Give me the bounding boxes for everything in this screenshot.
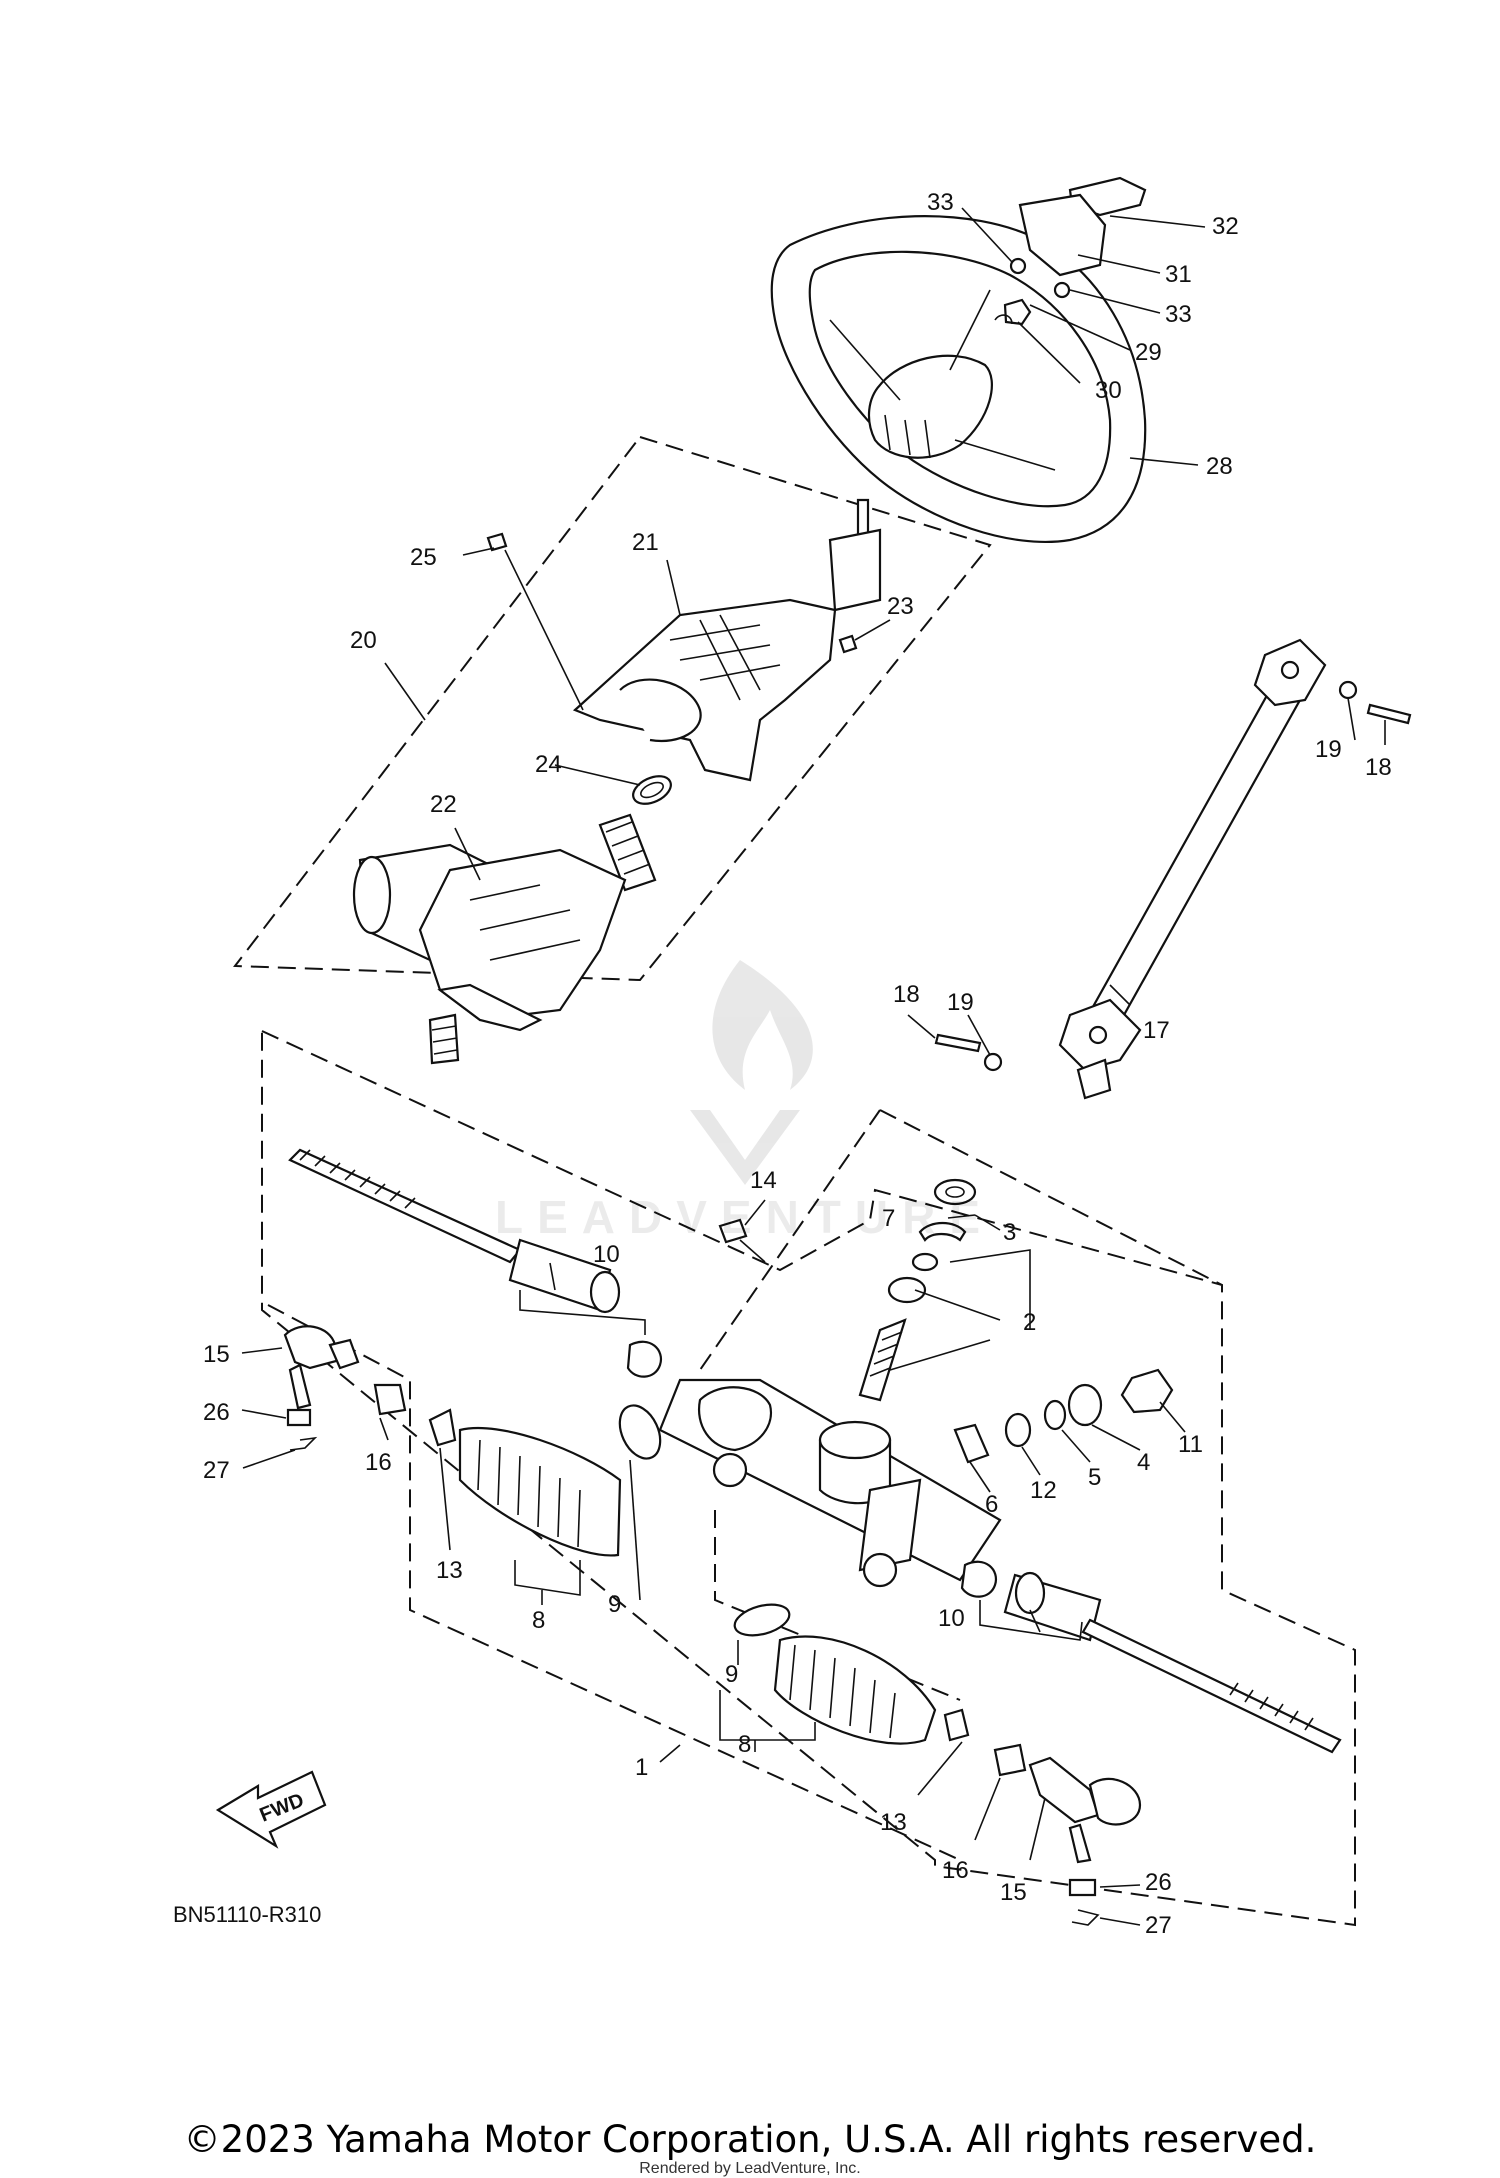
intermediate-shaft xyxy=(934,638,1412,1100)
copyright-notice: ©2023 Yamaha Motor Corporation, U.S.A. A… xyxy=(183,2118,1317,2161)
callout-12: 12 xyxy=(1030,1477,1057,1504)
eps-unit xyxy=(352,813,657,1065)
callout-27: 27 xyxy=(203,1457,230,1484)
callout-28: 28 xyxy=(1206,453,1233,480)
callout-22: 22 xyxy=(430,791,457,818)
diagram-code: BN51110-R310 xyxy=(173,1902,321,1927)
callout-4: 4 xyxy=(1137,1449,1150,1476)
callout-21: 21 xyxy=(632,529,659,556)
rendered-by-notice: Rendered by LeadVenture, Inc. xyxy=(639,2160,861,2177)
callout-32: 32 xyxy=(1212,213,1239,240)
callout-13: 13 xyxy=(436,1557,463,1584)
callout-1: 1 xyxy=(635,1754,648,1781)
callout-26: 26 xyxy=(1145,1869,1172,1896)
callout-8: 8 xyxy=(532,1607,545,1634)
callout-11: 11 xyxy=(1178,1431,1203,1458)
right-tie-rod xyxy=(733,1560,1342,1926)
callout-16: 16 xyxy=(942,1857,969,1884)
assembly-boundary-lines xyxy=(233,436,1356,1927)
callout-18: 18 xyxy=(1365,754,1392,781)
callout-2: 2 xyxy=(1023,1309,1036,1336)
callout-labels: 33 32 31 33 29 30 28 25 21 23 20 24 22 1… xyxy=(203,189,1392,1939)
watermark-logo-icon xyxy=(690,960,813,1185)
callout-20: 20 xyxy=(350,627,377,654)
callout-17: 17 xyxy=(1143,1017,1170,1044)
watermark-text: LEADVENTURE xyxy=(495,1191,995,1243)
callout-30: 30 xyxy=(1095,377,1122,404)
callout-27: 27 xyxy=(1145,1912,1172,1939)
callout-10: 10 xyxy=(938,1605,965,1632)
callout-24: 24 xyxy=(535,751,562,778)
callout-19: 19 xyxy=(1315,736,1342,763)
callout-9: 9 xyxy=(608,1591,621,1618)
callout-10: 10 xyxy=(593,1241,620,1268)
leader-lines xyxy=(241,207,1386,1926)
callout-25: 25 xyxy=(410,544,437,571)
callout-31: 31 xyxy=(1165,261,1192,288)
callout-8: 8 xyxy=(738,1731,751,1758)
steering-wheel xyxy=(770,215,1147,544)
callout-23: 23 xyxy=(887,593,914,620)
callout-6: 6 xyxy=(985,1491,998,1518)
callout-19: 19 xyxy=(947,989,974,1016)
callout-29: 29 xyxy=(1135,339,1162,366)
left-tie-rod xyxy=(283,1148,663,1557)
callout-5: 5 xyxy=(1088,1464,1101,1491)
callout-26: 26 xyxy=(203,1399,230,1426)
callout-14: 14 xyxy=(750,1167,777,1194)
pinion-parts xyxy=(718,1178,977,1402)
fwd-arrow-icon: FWD xyxy=(215,1770,327,1849)
callout-13: 13 xyxy=(880,1809,907,1836)
callout-9: 9 xyxy=(725,1661,738,1688)
callout-18: 18 xyxy=(893,981,920,1008)
callout-33: 33 xyxy=(1165,301,1192,328)
callout-15: 15 xyxy=(1000,1879,1027,1906)
callout-15: 15 xyxy=(203,1341,230,1368)
horn-cover-parts xyxy=(994,176,1147,326)
callout-33: 33 xyxy=(927,189,954,216)
callout-3: 3 xyxy=(1003,1219,1016,1246)
callout-7: 7 xyxy=(882,1205,895,1232)
rack-housing xyxy=(658,1368,1174,1588)
steering-column-bracket xyxy=(486,498,882,805)
callout-16: 16 xyxy=(365,1449,392,1476)
